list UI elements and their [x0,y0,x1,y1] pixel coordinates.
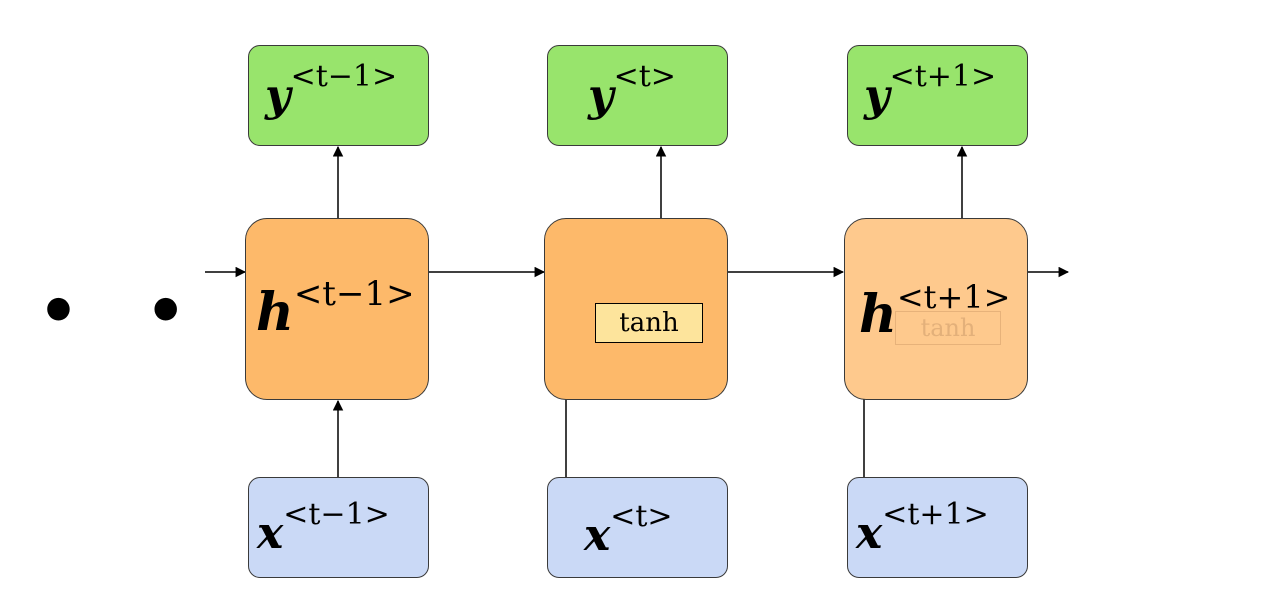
input-label-t-minus-1: x<t−1> [257,500,390,556]
input-box-t-minus-1: x<t−1> [248,477,429,578]
output-label-t-minus-1: y<t−1> [265,62,397,118]
input-var: x [584,510,611,561]
tanh-activation-box-faded: tanh [895,311,1001,345]
input-label-t-plus-1: x<t+1> [856,500,989,556]
output-var: y [864,70,890,121]
output-superscript: <t> [613,59,676,94]
hidden-var: h [256,282,294,343]
hidden-superscript: <t+1> [896,278,1011,316]
output-box-t-minus-1: y<t−1> [248,45,429,146]
output-label-t: y<t> [588,62,676,118]
output-box-t-plus-1: y<t+1> [847,45,1028,146]
input-var: x [257,508,284,559]
tanh-activation-box: tanh [595,303,703,343]
hidden-box-t-plus-1: tanh h<t+1> [844,218,1028,400]
hidden-var: h [859,284,897,345]
hidden-superscript: <t−1> [293,274,415,314]
input-label-t: x<t> [584,502,673,558]
input-superscript: <t> [610,499,673,534]
hidden-box-t: tanh [544,218,728,400]
input-box-t-plus-1: x<t+1> [847,477,1028,578]
input-box-t: x<t> [547,477,728,578]
hidden-box-t-minus-1: h<t−1> [245,218,429,400]
output-label-t-plus-1: y<t+1> [864,62,996,118]
output-var: y [265,70,291,121]
hidden-label-t-minus-1: h<t−1> [256,277,415,339]
input-superscript: <t−1> [283,497,390,532]
output-superscript: <t−1> [290,59,398,94]
hidden-label-t-plus-1: h<t+1> [859,281,1010,341]
output-var: y [588,70,614,121]
input-superscript: <t+1> [882,497,989,532]
input-var: x [856,508,883,559]
output-box-t: y<t> [547,45,728,146]
output-superscript: <t+1> [889,59,997,94]
